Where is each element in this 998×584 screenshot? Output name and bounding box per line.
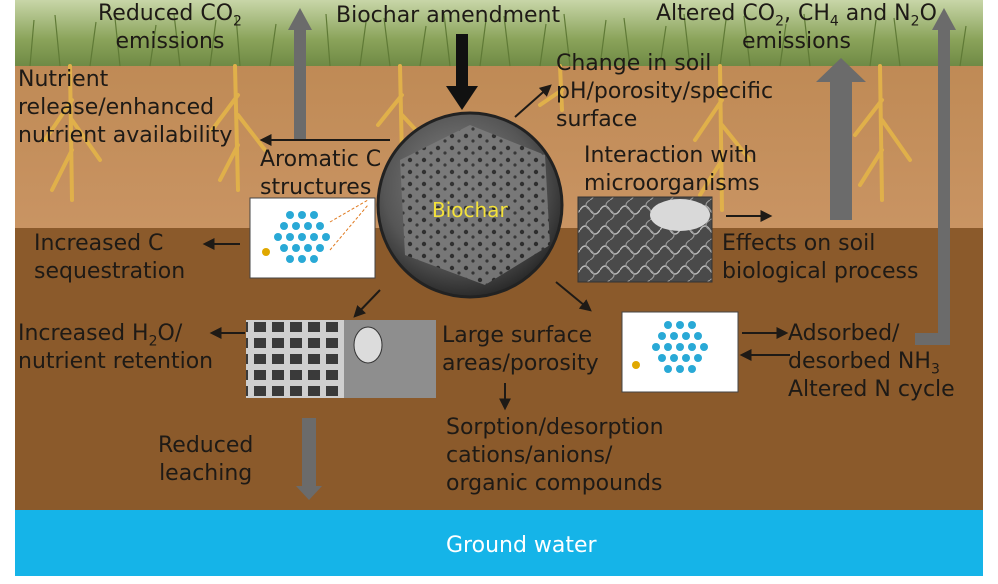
grass-blades: [29, 13, 967, 67]
plant-roots: [43, 64, 912, 212]
reduced-leaching-label: Reduced leaching: [158, 433, 254, 486]
thin-arrows: [202, 84, 790, 411]
sorption-label: Sorption/desorption cations/anions/ orga…: [446, 415, 664, 496]
increased-c-label: Increased C sequestration: [34, 231, 186, 284]
altered-emissions-label: Altered CO2, CH4 and N2O emissions: [656, 1, 937, 54]
biochar-amendment-arrow: [446, 34, 478, 110]
large-surface-label: Large surface areas/porosity: [442, 323, 599, 376]
reduced-co2-label: Reduced CO2 emissions: [98, 1, 242, 54]
biochar-amendment-label: Biochar amendment: [336, 3, 561, 28]
biochar-disc: [376, 111, 564, 299]
adsorbed-label: Adsorbed/ desorbed NH3 Altered N cycle: [788, 321, 955, 402]
porosity-image-left: [246, 320, 344, 398]
emissions-up-arrow: [816, 58, 866, 220]
interaction-label: Interaction with microorganisms: [584, 143, 760, 196]
aromatic-molecule-image: [249, 197, 376, 279]
pore-bubble: [353, 326, 383, 364]
leaching-down-arrow: [296, 418, 322, 500]
ground-water-layer: [15, 510, 983, 576]
change-soil-label: Change in soil pH/porosity/specific surf…: [556, 51, 774, 132]
co2-up-arrow: [288, 8, 312, 140]
microbe-cell: [650, 199, 710, 231]
nutrient-release-label: Nutrient release/enhanced nutrient avail…: [18, 67, 233, 148]
n-cycle-connector: [915, 8, 956, 345]
nh3-molecule-image: [621, 311, 739, 393]
h2o-retention-label: Increased H2O/ nutrient retention: [18, 321, 214, 374]
porosity-image-right: [344, 320, 436, 398]
effects-soil-label: Effects on soil biological process: [722, 231, 919, 284]
biochar-label: Biochar: [432, 198, 508, 222]
ground-water-label: Ground water: [446, 533, 597, 558]
aromatic-c-label: Aromatic C structures: [260, 147, 382, 200]
